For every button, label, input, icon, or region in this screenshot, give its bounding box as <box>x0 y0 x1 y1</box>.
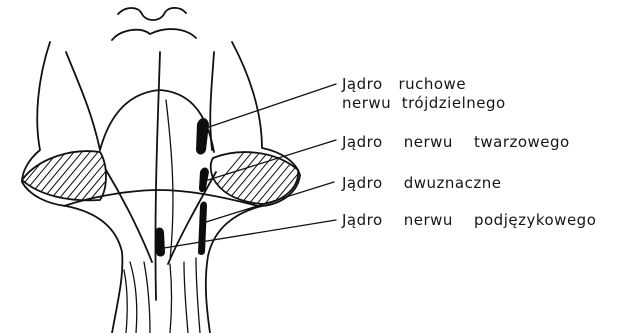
motor-trigeminal-nucleus <box>196 118 209 155</box>
fasciculus-line-1 <box>130 262 137 333</box>
leader-line-hypoglossal <box>164 220 336 248</box>
ambiguus-nucleus <box>198 202 207 256</box>
midbrain-upper-contour <box>118 8 186 20</box>
fasciculus-line-5 <box>196 258 200 333</box>
label-motor-trigeminal-line1: Jądro ruchowe <box>342 76 466 93</box>
label-ambiguus: Jądro dwuznaczne <box>342 175 501 192</box>
striae-medullares <box>64 190 258 206</box>
label-motor-trigeminal-line2: nerwu trójdzielnego <box>342 95 506 112</box>
median-sulcus <box>155 52 160 300</box>
leader-line-motor-trigeminal <box>206 84 336 128</box>
cerebellar-peduncle-left <box>66 52 100 150</box>
midbrain-curve-left <box>112 30 150 40</box>
hypoglossal-nucleus <box>155 228 165 257</box>
label-hypoglossal: Jądro nerwu podjęzykowego <box>342 212 596 229</box>
fasciculus-line-3 <box>170 264 172 333</box>
fasciculus-line-2 <box>144 262 150 333</box>
fasciculus-line-4 <box>184 262 188 333</box>
label-facial: Jądro nerwu twarzowego <box>342 134 570 151</box>
fasciculus-line-6 <box>124 270 127 333</box>
sulcus-limitans <box>166 100 173 260</box>
leader-line-facial <box>208 140 336 180</box>
midbrain-curve-right <box>150 29 196 38</box>
floor-line-left <box>106 170 152 262</box>
